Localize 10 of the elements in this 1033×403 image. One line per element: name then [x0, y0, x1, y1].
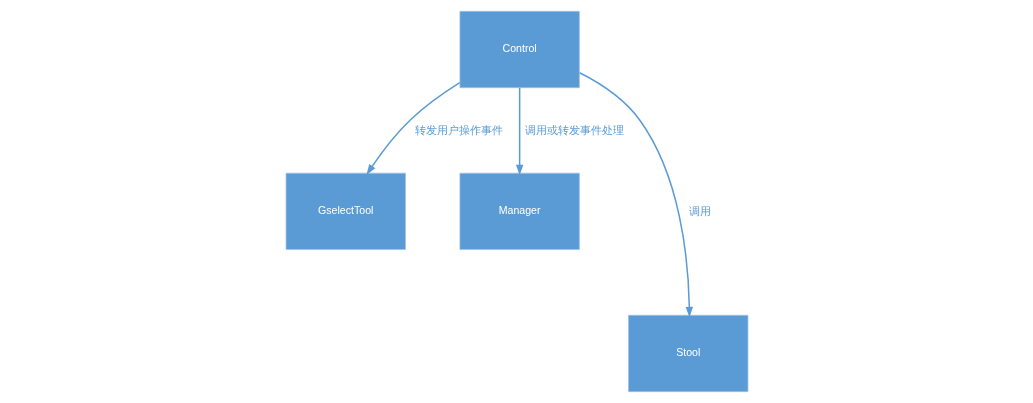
node-box: Manager	[459, 172, 580, 250]
edge-label: 调用或转发事件处理	[524, 123, 624, 136]
arrow	[515, 87, 523, 176]
node-box: Stool	[627, 314, 748, 393]
edge-label: 转发用户操作事件	[414, 123, 503, 136]
arrow	[365, 81, 460, 175]
edge-label: 调用	[688, 204, 711, 217]
arrow	[578, 72, 693, 318]
node-box: GselectTool	[285, 172, 406, 250]
node-box: Control	[459, 10, 580, 89]
